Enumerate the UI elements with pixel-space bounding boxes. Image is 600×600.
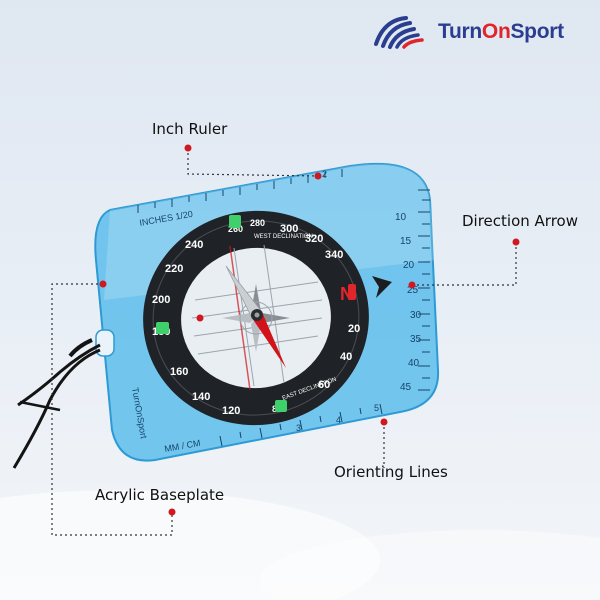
cm-tick-label: 3 <box>296 423 301 433</box>
brand-name: TurnOnSport <box>438 20 564 43</box>
mm-tick-label: 10 <box>395 212 407 223</box>
svg-text:40: 40 <box>340 351 352 363</box>
mm-tick-label: 35 <box>410 334 422 345</box>
svg-text:200: 200 <box>152 294 170 306</box>
svg-text:60: 60 <box>318 379 330 391</box>
svg-text:240: 240 <box>185 239 203 251</box>
svg-text:20: 20 <box>348 323 360 335</box>
svg-text:280: 280 <box>250 218 265 228</box>
luminous-marker-w <box>156 322 169 334</box>
lanyard-hole <box>95 329 115 357</box>
brand-logo-icon <box>374 16 424 49</box>
luminous-marker-s <box>229 215 241 228</box>
svg-text:140: 140 <box>192 391 210 403</box>
svg-text:220: 220 <box>165 263 183 275</box>
mm-tick-label: 20 <box>403 260 415 271</box>
svg-text:300: 300 <box>280 223 298 235</box>
callout-acrylic-baseplate: Acrylic Baseplate <box>95 486 225 504</box>
mm-ruler-labels: 10 15 20 25 30 35 40 45 <box>395 212 422 393</box>
luminous-marker-e <box>275 400 287 412</box>
direction-arrow <box>372 276 392 298</box>
mm-ruler-ticks <box>418 189 430 391</box>
inch-ruler-ticks <box>137 169 343 213</box>
callout-inch-ruler: Inch Ruler <box>152 120 228 138</box>
brand-logo: TurnOnSport <box>370 14 564 50</box>
west-declination-text: WEST DECLINATION <box>254 234 313 240</box>
mm-tick-label: 40 <box>408 358 420 369</box>
svg-text:160: 160 <box>170 366 188 378</box>
svg-text:120: 120 <box>222 405 240 417</box>
svg-text:340: 340 <box>325 249 343 261</box>
mm-tick-label: 30 <box>410 310 422 321</box>
magnetic-needle <box>225 265 286 368</box>
inch-tick-2: 2 <box>322 169 327 179</box>
svg-text:320: 320 <box>305 233 323 245</box>
bezel-degree-labels: 300 320 340 N 20 40 60 80 120 140 160 18… <box>152 218 360 417</box>
callout-direction-arrow: Direction Arrow <box>462 212 578 230</box>
lanyard-cord <box>12 338 101 469</box>
callout-dots <box>99 144 520 516</box>
mm-tick-label: 25 <box>407 285 419 296</box>
cm-tick-label: 4 <box>336 415 341 425</box>
north-red-marker <box>348 284 356 300</box>
cm-tick-label: 5 <box>374 403 379 413</box>
callout-leaders <box>51 148 517 536</box>
cm-ruler-ticks <box>219 403 383 447</box>
callout-orienting-lines: Orienting Lines <box>334 463 448 481</box>
svg-text:260: 260 <box>228 224 243 234</box>
mm-tick-label: 45 <box>400 382 412 393</box>
mm-tick-label: 15 <box>400 236 412 247</box>
